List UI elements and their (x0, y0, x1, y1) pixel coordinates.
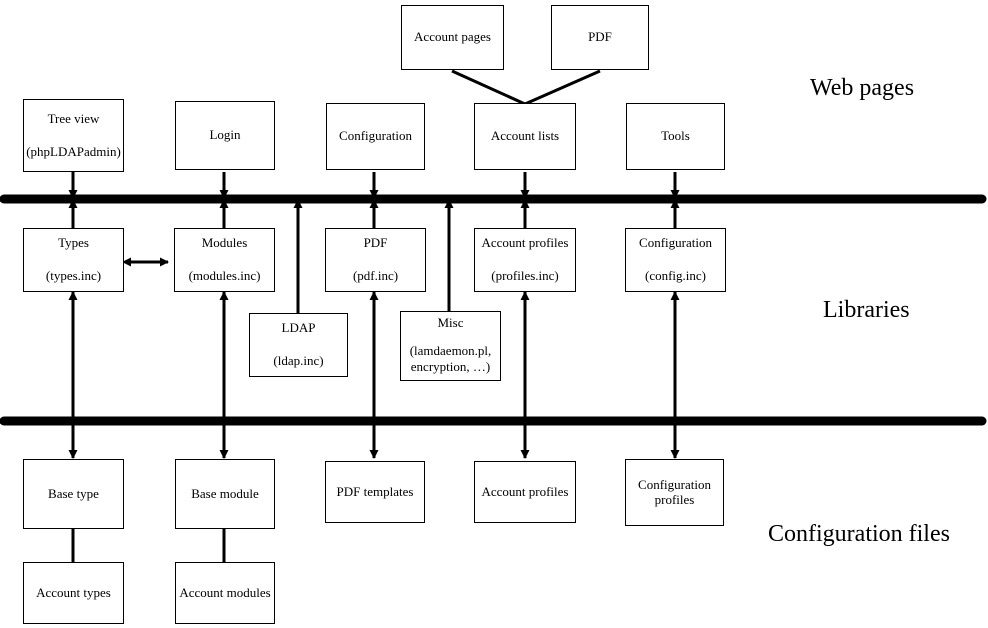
connector-pdf-to-account-lists (524, 69, 601, 106)
node-configuration-page[interactable]: Configuration (326, 103, 425, 170)
node-profiles-lib-line1: Account profiles (481, 235, 569, 251)
node-misc-lib-line2: (lamdaemon.pl, encryption, …) (409, 342, 492, 375)
node-ldap-lib-line2: (ldap.inc) (273, 353, 324, 368)
node-tree-view-line1: Tree view (47, 110, 100, 126)
node-types-lib-line1: Types (58, 235, 89, 251)
node-configuration-profiles-files-line2: profiles (654, 491, 695, 507)
node-account-lists[interactable]: Account lists (474, 103, 576, 170)
band-label-libraries: Libraries (823, 297, 910, 323)
node-configuration-profiles-files[interactable]: Configuration profiles (625, 459, 724, 526)
node-misc-lib[interactable]: Misc (lamdaemon.pl, encryption, …) (400, 311, 501, 381)
node-pdf-templates[interactable]: PDF templates (325, 461, 425, 523)
node-account-types-line1: Account types (36, 584, 111, 600)
node-account-profiles-files[interactable]: Account profiles (474, 461, 576, 523)
node-types-lib[interactable]: Types (types.inc) (23, 228, 124, 292)
node-tree-view[interactable]: Tree view (phpLDAPadmin) (23, 99, 124, 172)
node-ldap-lib[interactable]: LDAP (ldap.inc) (249, 313, 348, 377)
node-base-type[interactable]: Base type (23, 459, 124, 529)
node-configuration-profiles-files-line1: Configuration (638, 476, 711, 492)
node-tools[interactable]: Tools (626, 103, 725, 170)
band-label-web-pages: Web pages (810, 75, 915, 101)
node-base-module[interactable]: Base module (175, 459, 275, 529)
node-account-types[interactable]: Account types (23, 562, 124, 624)
node-config-lib-line1: Configuration (639, 235, 712, 251)
node-modules-lib-line2: (modules.inc) (188, 268, 261, 283)
node-pdf-lib[interactable]: PDF (pdf.inc) (325, 228, 426, 292)
node-pdf-source[interactable]: PDF (551, 5, 649, 70)
node-profiles-lib-line2: (profiles.inc) (491, 268, 559, 283)
node-account-modules[interactable]: Account modules (175, 562, 275, 624)
node-profiles-lib[interactable]: Account profiles (profiles.inc) (474, 228, 576, 292)
node-login-line1: Login (209, 127, 241, 143)
node-ldap-lib-line1: LDAP (281, 320, 316, 336)
node-tree-view-line2: (phpLDAPadmin) (26, 143, 121, 159)
node-account-modules-line1: Account modules (179, 584, 271, 600)
connector-account-pages-to-account-lists (451, 69, 526, 106)
node-pdf-lib-line1: PDF (363, 235, 388, 251)
node-account-lists-line1: Account lists (490, 128, 560, 144)
node-configuration-page-line1: Configuration (339, 128, 412, 144)
node-modules-lib-line1: Modules (201, 235, 248, 251)
node-config-lib-line2: (config.inc) (644, 268, 706, 283)
node-misc-lib-line1: Misc (437, 315, 464, 330)
node-base-type-line1: Base type (48, 485, 99, 501)
band-label-configuration-files: Configuration files (768, 521, 950, 547)
node-tools-line1: Tools (661, 128, 690, 144)
node-account-profiles-files-line1: Account profiles (481, 483, 569, 499)
node-pdf-lib-line2: (pdf.inc) (352, 268, 399, 283)
node-modules-lib[interactable]: Modules (modules.inc) (174, 228, 275, 292)
node-account-pages-line1: Account pages (414, 29, 491, 45)
node-pdf-templates-line1: PDF templates (336, 483, 414, 499)
node-base-module-line1: Base module (191, 485, 259, 501)
node-login[interactable]: Login (175, 101, 275, 170)
node-config-lib[interactable]: Configuration (config.inc) (625, 228, 726, 292)
node-pdf-source-line1: PDF (588, 29, 612, 45)
node-types-lib-line2: (types.inc) (45, 268, 102, 283)
node-account-pages[interactable]: Account pages (401, 5, 504, 70)
